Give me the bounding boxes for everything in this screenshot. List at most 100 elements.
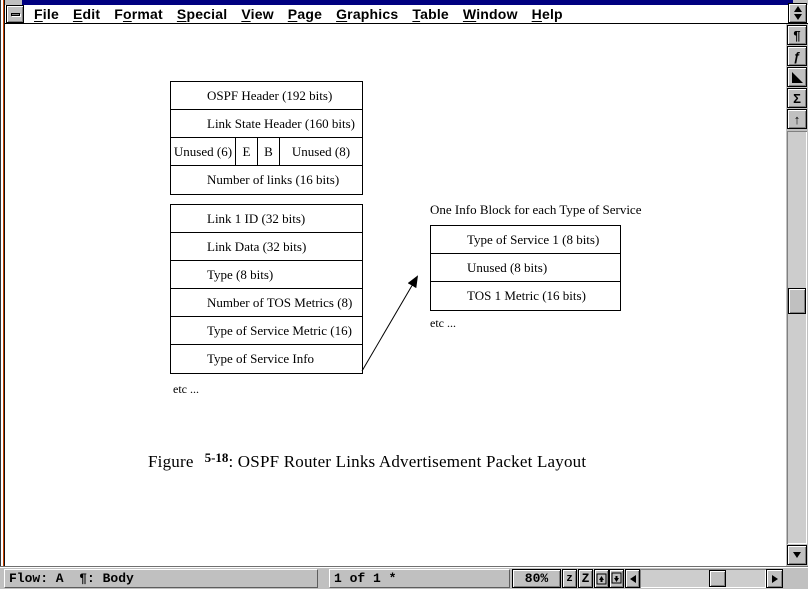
diagram-row: Number of links (16 bits) xyxy=(171,166,362,194)
diagram-row: OSPF Header (192 bits) xyxy=(171,82,362,110)
figure-number: 5-18 xyxy=(204,450,229,465)
menu-file[interactable]: File xyxy=(34,6,59,22)
diagram-row: TOS 1 Metric (16 bits) xyxy=(431,282,620,310)
diagram-row: Unused (8 bits) xyxy=(431,254,620,282)
menu-accel-char: F xyxy=(34,6,43,22)
vertical-scrollbar-thumb[interactable] xyxy=(788,288,806,314)
diagram-field: Number of links (16 bits) xyxy=(207,172,340,187)
system-menu-button[interactable] xyxy=(6,5,24,23)
diagram-row: Link State Header (160 bits) xyxy=(171,110,362,138)
left-arrow-icon xyxy=(629,574,636,583)
menu-accel-char: E xyxy=(72,6,83,22)
status-bar: Flow: A ¶: Body 1 of 1 * 80% z Z xyxy=(0,566,808,589)
up-arrow-icon: ↑ xyxy=(793,111,801,127)
character-catalog-button[interactable]: ƒ xyxy=(787,46,807,66)
figure-caption-text: : OSPF Router Links Advertisement Packet… xyxy=(228,452,587,471)
menu-page[interactable]: Page xyxy=(287,6,323,22)
menu-bar: File Edit Format Special View Page Graphics Tab… xyxy=(5,3,808,24)
sigma-icon: Σ xyxy=(793,90,801,106)
system-menu-dash-icon xyxy=(10,12,20,16)
previous-page-button[interactable] xyxy=(594,569,609,588)
connector-arrow xyxy=(361,275,419,372)
horizontal-scrollbar-thumb[interactable] xyxy=(709,570,726,587)
page-up-button[interactable]: ↑ xyxy=(787,109,807,129)
diagram-row: Type of Service Info xyxy=(171,345,362,373)
zoom-out-button[interactable]: z xyxy=(562,569,577,588)
figure-caption-prefix: Figure xyxy=(148,452,194,471)
diagram-field: OSPF Header (192 bits) xyxy=(207,88,333,103)
equations-button[interactable]: Σ xyxy=(787,88,807,108)
diagram-field: E xyxy=(236,138,258,165)
menu-help[interactable]: Help xyxy=(531,6,563,22)
vertical-scrollbar-track[interactable] xyxy=(787,131,807,544)
diagram-field: Unused (8) xyxy=(291,144,351,159)
diagram-row: Type of Service 1 (8 bits) xyxy=(431,226,620,254)
zoom-level-button[interactable]: 80% xyxy=(512,569,561,588)
document-page[interactable]: OSPF Header (192 bits) Link State Header … xyxy=(5,24,786,566)
scroll-down-button[interactable] xyxy=(787,545,807,565)
link-record-block: Link 1 ID (32 bits) Link Data (32 bits) Ty… xyxy=(170,204,363,374)
diagram-field: Link State Header (160 bits) xyxy=(207,116,356,131)
menu-edit[interactable]: Edit xyxy=(72,6,101,22)
diagram-row: Number of TOS Metrics (8) xyxy=(171,289,362,317)
titlebar-sliver xyxy=(0,0,808,5)
menu-accel-char: H xyxy=(531,6,542,22)
restore-down-icon xyxy=(793,14,802,20)
menu-format[interactable]: Format xyxy=(114,6,163,22)
pilcrow-icon: ¶ xyxy=(793,27,801,43)
menu-graphics[interactable]: Graphics xyxy=(336,6,399,22)
diagram-field: Type of Service Metric (16) xyxy=(207,323,352,338)
next-page-button[interactable] xyxy=(609,569,624,588)
etc-label-left: etc ... xyxy=(173,382,199,396)
down-arrow-icon xyxy=(793,552,801,558)
diagram-field: Link 1 ID (32 bits) xyxy=(207,211,306,226)
etc-label-right: etc ... xyxy=(430,316,456,330)
diagram-field: Unused (8 bits) xyxy=(467,260,548,275)
triangle-icon xyxy=(791,71,803,83)
function-f-icon: ƒ xyxy=(793,48,801,64)
diagram-field: Type of Service Info xyxy=(207,351,315,366)
page-up-icon xyxy=(596,573,607,585)
diagram-field: Unused (6) xyxy=(171,138,236,165)
diagram-field: Type of Service 1 (8 bits) xyxy=(467,232,600,247)
diagram-row: Type (8 bits) xyxy=(171,261,362,289)
flow-status: Flow: A ¶: Body xyxy=(4,569,318,588)
menu-accel-char: P xyxy=(287,6,298,22)
menu-table[interactable]: Table xyxy=(412,6,449,22)
ospf-header-block: OSPF Header (192 bits) Link State Header … xyxy=(170,81,363,195)
window-frame-left xyxy=(0,0,5,589)
tos-info-block: Type of Service 1 (8 bits) Unused (8 bits… xyxy=(430,225,621,311)
diagram-field: B xyxy=(258,138,280,165)
menu-accel-char: W xyxy=(462,6,477,22)
tools-palette-button[interactable] xyxy=(787,67,807,87)
menu-accel-char: S xyxy=(176,6,187,22)
titlebar-strip xyxy=(22,0,793,5)
diagram-field: TOS 1 Metric (16 bits) xyxy=(467,288,586,303)
menu-accel-char: T xyxy=(412,6,421,22)
page-indicator: 1 of 1 * xyxy=(329,569,510,588)
diagram-row: Link Data (32 bits) xyxy=(171,233,362,261)
diagram-field: Link Data (32 bits) xyxy=(207,239,307,254)
menu-special[interactable]: Special xyxy=(176,6,228,22)
menu-bar-items: File Edit Format Special View Page Graphics Tab… xyxy=(27,5,570,23)
right-arrow-icon xyxy=(771,574,778,583)
menu-window[interactable]: Window xyxy=(462,6,518,22)
diagram-field: Type (8 bits) xyxy=(207,267,274,282)
tos-block-title: One Info Block for each Type of Service xyxy=(430,202,642,217)
menu-accel-char: o xyxy=(122,6,132,22)
scroll-right-button[interactable] xyxy=(766,569,783,588)
scroll-left-button[interactable] xyxy=(625,569,640,588)
menu-view[interactable]: View xyxy=(241,6,274,22)
figure-caption: Figure 5-18: OSPF Router Links Advertisem… xyxy=(148,450,586,472)
diagram-field: Number of TOS Metrics (8) xyxy=(207,295,353,310)
paragraph-catalog-button[interactable]: ¶ xyxy=(787,25,807,45)
diagram-row: Link 1 ID (32 bits) xyxy=(171,205,362,233)
restore-button[interactable] xyxy=(788,3,807,23)
page-down-icon xyxy=(611,572,622,584)
menu-accel-char: G xyxy=(336,6,348,22)
zoom-in-button[interactable]: Z xyxy=(578,569,593,588)
horizontal-scrollbar-track[interactable] xyxy=(640,569,766,588)
